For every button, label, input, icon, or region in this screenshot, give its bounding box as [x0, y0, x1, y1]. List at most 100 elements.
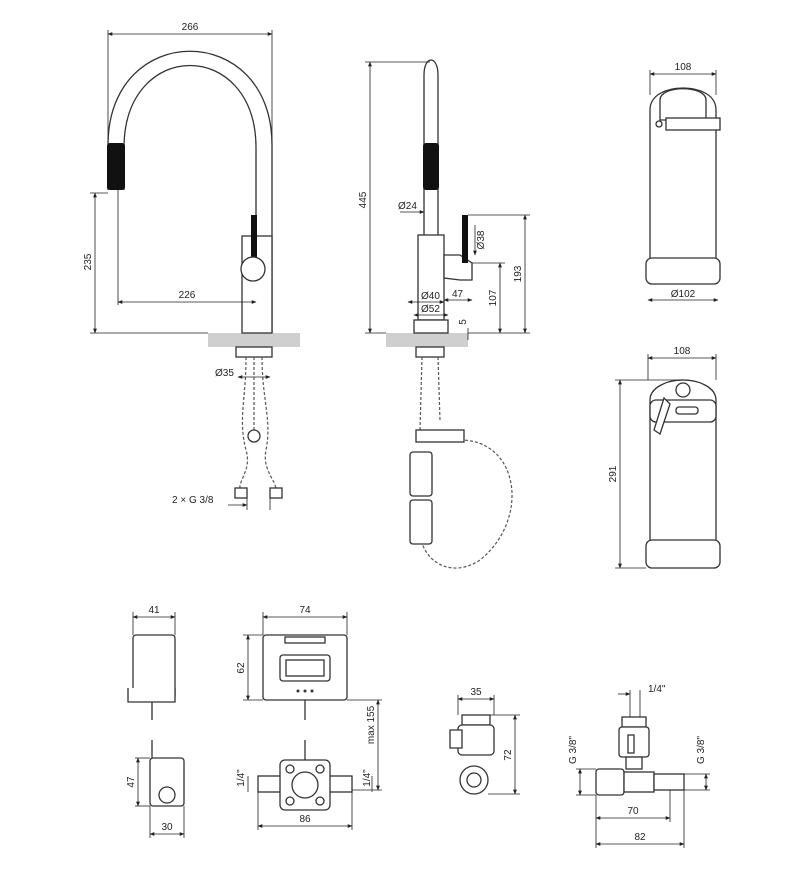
dim-width: 74 [299, 605, 311, 616]
dim-outlet-height: 235 [83, 253, 94, 270]
dim-height: 291 [608, 465, 619, 482]
hose-right [261, 356, 277, 491]
dim-body-diameter: Ø40 [421, 291, 440, 302]
clamp-bolt [655, 120, 663, 128]
indicator-dot [303, 689, 307, 693]
dim-connection: 2 × G 3/8 [172, 495, 214, 506]
dim-height: 62 [236, 662, 247, 674]
bolt [315, 796, 325, 806]
weight-lower [409, 499, 433, 545]
dim-lever-height: 193 [513, 265, 524, 282]
filter-housing [649, 87, 717, 271]
thread-right [653, 773, 685, 791]
indicator-dot [310, 689, 314, 693]
dim-port-left: 1/4" [236, 769, 247, 787]
tee-lever [627, 734, 635, 754]
dim-max-length: max 155 [366, 705, 377, 744]
dim-base-width: 86 [299, 814, 311, 825]
head-slot [675, 406, 699, 415]
dim-body-height: 107 [488, 289, 499, 306]
valve-center [291, 771, 319, 799]
dim-base-diameter: Ø52 [421, 304, 440, 315]
hose-connector [247, 429, 261, 443]
control-unit-side-view: 41 47 30 [126, 605, 185, 838]
filter-housing [649, 379, 717, 556]
dim-width: 108 [675, 62, 692, 73]
port-right [327, 775, 353, 793]
filter-base [645, 539, 721, 569]
clamp-lever [653, 396, 671, 436]
spout-outer-line [107, 50, 273, 333]
spout-pipe [423, 59, 439, 235]
lever-handle [251, 215, 257, 257]
dim-lever-offset: 47 [452, 289, 464, 300]
lever-hub [240, 256, 266, 282]
tee-neck [625, 756, 643, 770]
worktop-section [386, 333, 468, 347]
dim-right-port: G 3/8" [696, 736, 707, 764]
tap-side-view: 445 Ø24 Ø38 Ø40 Ø52 47 107 193 5 [358, 59, 530, 569]
dim-outer-width: 82 [634, 832, 646, 843]
dim-diameter: Ø102 [671, 289, 696, 300]
dim-height: 72 [503, 749, 514, 761]
control-unit-front-view: 74 62 max 155 1/4" 1/4" 86 [236, 605, 382, 830]
dim-spout-reach: 226 [179, 290, 196, 301]
dim-hose-diameter: Ø35 [215, 368, 234, 379]
tap-base [413, 319, 449, 334]
tee-cap [621, 716, 647, 728]
hose [419, 356, 423, 431]
bolt [315, 764, 325, 774]
valve-ring-inner [466, 772, 482, 788]
dim-total-height: 445 [358, 191, 369, 208]
indicator-dot [296, 689, 300, 693]
connector-left [234, 487, 248, 499]
nut-left [595, 768, 625, 796]
weight-upper [409, 451, 433, 497]
worktop-section [208, 333, 300, 347]
pull-out-hose [419, 439, 513, 569]
dim-width: 41 [148, 605, 160, 616]
dim-port-right: 1/4" [362, 769, 373, 787]
dim-width: 35 [470, 687, 482, 698]
tee-valve-view: 1/4" G 3/8" G 3/8" 70 82 [568, 684, 710, 848]
spray-head-grip [423, 143, 439, 190]
filter-top-view: 108 Ø102 [645, 62, 721, 302]
dim-top-port: 1/4" [648, 684, 666, 695]
bolt [285, 796, 295, 806]
tee-connector [415, 429, 465, 443]
control-bracket [127, 688, 176, 703]
mounting-nut [415, 346, 445, 358]
bolt [285, 764, 295, 774]
valve-port [158, 786, 176, 804]
dim-lever-diameter: Ø38 [476, 230, 487, 249]
connector-right [269, 487, 283, 499]
valve-body [457, 724, 495, 756]
lever-handle [462, 215, 468, 263]
spray-head-grip [107, 143, 125, 190]
box-top-lip [284, 636, 326, 644]
filter-cap [659, 88, 707, 121]
dim-width: 266 [182, 22, 199, 33]
dim-width: 108 [674, 346, 691, 357]
filter-side-view: 108 291 [608, 346, 721, 569]
inlet-port [675, 382, 691, 398]
port-left [257, 775, 283, 793]
spout-inner-line [123, 65, 257, 240]
valve-cap [461, 714, 491, 726]
hose [437, 356, 441, 421]
dim-inner-width: 70 [627, 806, 639, 817]
dim-left-port: G 3/8" [568, 736, 579, 764]
valve-lever [449, 729, 463, 749]
tap-front-view: 266 226 235 Ø35 2 × G 3/8 [83, 22, 300, 510]
mounting-nut [235, 346, 273, 358]
display-screen [285, 659, 325, 677]
dim-base-height: 5 [458, 319, 469, 325]
dim-spout-diameter: Ø24 [398, 201, 417, 212]
filter-clamp [665, 117, 721, 131]
shutoff-valve-view: 35 72 [449, 687, 520, 795]
tee-body [623, 771, 655, 793]
filter-base [645, 257, 721, 285]
dim-height: 47 [126, 776, 137, 788]
dim-base-width: 30 [161, 822, 173, 833]
